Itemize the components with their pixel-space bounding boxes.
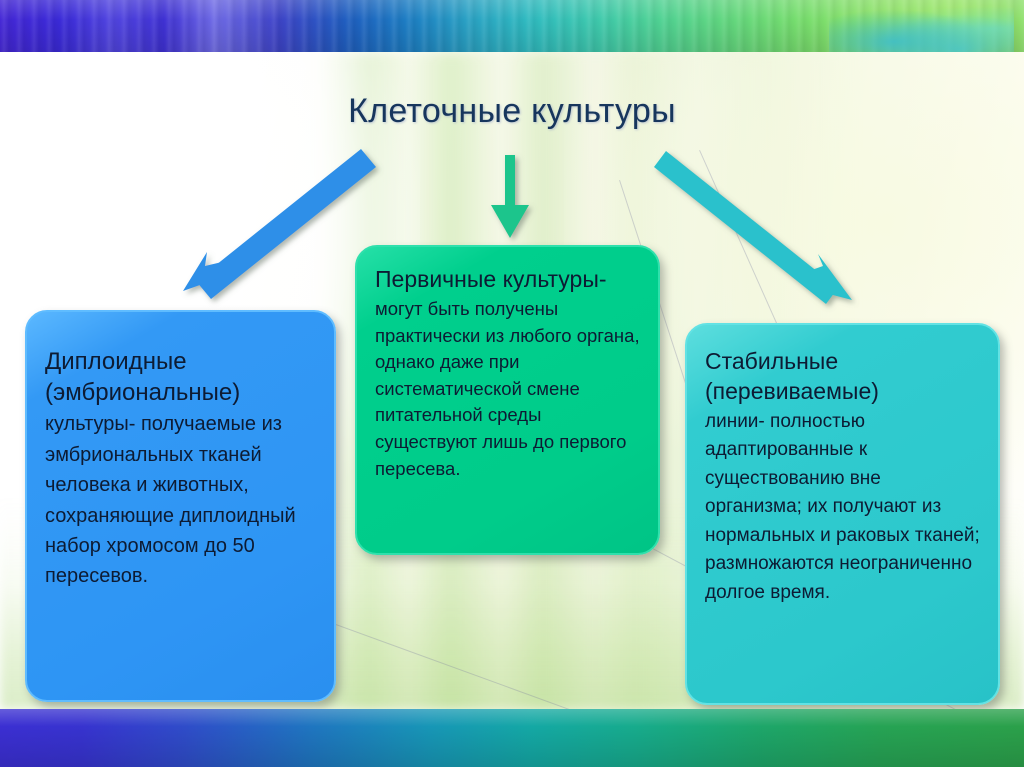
bottom-gradient-bar bbox=[0, 709, 1024, 767]
card-primary-cultures[interactable]: Первичные культуры- могут быть получены … bbox=[355, 245, 660, 555]
card-stable-body: линии- полностью адаптированные к сущест… bbox=[705, 410, 980, 603]
card-primary-heading: Первичные культуры- bbox=[375, 266, 607, 292]
card-stable-heading: Стабильные (перевиваемые) bbox=[705, 348, 879, 404]
card-diploid-heading: Диплоидные (эмбриональные) bbox=[45, 348, 241, 407]
page-title: Клеточные культуры bbox=[348, 92, 676, 130]
card-stable-lines[interactable]: Стабильные (перевиваемые) линии- полност… bbox=[685, 323, 1000, 705]
top-bar-teal-blob bbox=[829, 0, 1014, 52]
card-diploid-cultures[interactable]: Диплоидные (эмбриональные) культуры- пол… bbox=[25, 310, 336, 702]
card-primary-body: могут быть получены практически из любог… bbox=[375, 297, 640, 479]
card-diploid-body: культуры- получаемые из эмбриональных тк… bbox=[45, 413, 296, 588]
